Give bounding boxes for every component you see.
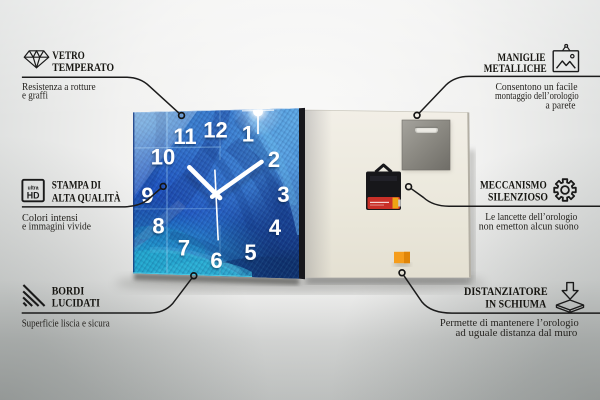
svg-text:e graffi: e graffi (22, 89, 48, 101)
svg-text:STAMPA DI: STAMPA DI (52, 180, 102, 192)
svg-text:HD: HD (27, 191, 40, 201)
svg-text:ultra: ultra (28, 185, 39, 191)
svg-text:2: 2 (268, 147, 280, 172)
svg-text:montaggio dell’orologio: montaggio dell’orologio (495, 90, 579, 102)
svg-text:BORDI: BORDI (52, 286, 85, 298)
svg-text:Le lancette dell’orologio: Le lancette dell’orologio (485, 211, 577, 223)
svg-text:10: 10 (151, 144, 175, 169)
svg-text:1: 1 (242, 121, 254, 146)
svg-text:SILENZIOSO: SILENZIOSO (488, 192, 548, 204)
svg-text:DISTANZIATORE: DISTANZIATORE (464, 286, 548, 298)
svg-text:Superficie liscia e sicura: Superficie liscia e sicura (22, 317, 110, 329)
svg-text:Colori intensi: Colori intensi (22, 212, 78, 224)
svg-text:12: 12 (203, 117, 227, 142)
svg-text:5: 5 (244, 240, 256, 265)
svg-text:Permette di mantenere l’orolog: Permette di mantenere l’orologio (440, 317, 579, 329)
svg-text:ad uguale distanza dal muro: ad uguale distanza dal muro (456, 327, 578, 339)
svg-text:Resistenza a rotture: Resistenza a rotture (22, 81, 96, 93)
svg-text:4: 4 (269, 215, 282, 240)
svg-text:VETRO: VETRO (52, 50, 85, 62)
svg-text:Consentono un facile: Consentono un facile (496, 81, 578, 93)
svg-text:7: 7 (178, 235, 190, 260)
svg-text:3: 3 (277, 182, 289, 207)
svg-text:e immagini vivide: e immagini vivide (22, 221, 91, 233)
svg-text:11: 11 (173, 124, 196, 149)
svg-text:METALLICHE: METALLICHE (484, 63, 547, 75)
svg-text:non emetton alcun suono: non emetton alcun suono (479, 221, 579, 233)
svg-text:a parete: a parete (546, 100, 576, 112)
svg-text:LUCIDATI: LUCIDATI (52, 297, 101, 309)
svg-text:6: 6 (210, 248, 222, 273)
svg-text:MANIGLIE: MANIGLIE (498, 52, 546, 64)
svg-text:8: 8 (152, 213, 164, 238)
svg-text:ALTA QUALITÀ: ALTA QUALITÀ (52, 193, 121, 205)
svg-text:IN SCHIUMA: IN SCHIUMA (485, 299, 547, 311)
svg-text:TEMPERATO: TEMPERATO (52, 62, 114, 74)
svg-text:MECCANISMO: MECCANISMO (480, 180, 547, 192)
